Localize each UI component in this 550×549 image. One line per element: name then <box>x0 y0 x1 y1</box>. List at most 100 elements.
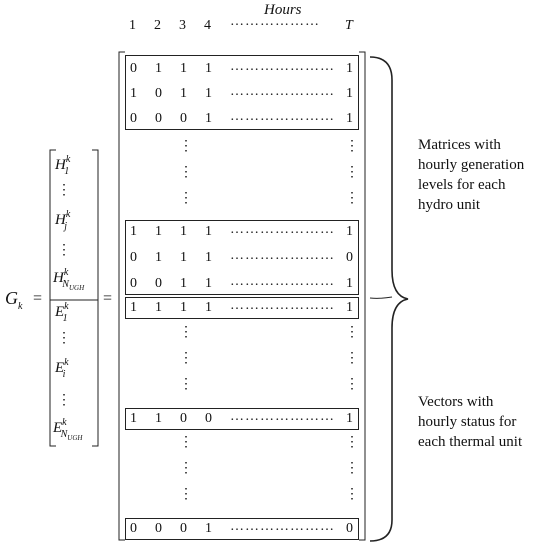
matrix-cell: 1 <box>205 86 212 101</box>
matrix-vdots: ⋮ <box>345 461 359 476</box>
matrix-vdots: ⋮ <box>179 377 193 392</box>
ei-entry: Eki <box>55 357 69 380</box>
matrix-cell: 0 <box>130 61 137 76</box>
matrix-vdots: ⋮ <box>345 139 359 154</box>
matrix-vdots: ⋮ <box>179 325 193 340</box>
hour-3: 3 <box>179 18 186 33</box>
matrix-cell: 1 <box>130 411 137 426</box>
matrix-cell: 0 <box>180 411 187 426</box>
matrix-cell: 0 <box>180 111 187 126</box>
hour-2: 2 <box>154 18 161 33</box>
matrix-cell: 1 <box>180 61 187 76</box>
matrix-cell: 1 <box>180 86 187 101</box>
hydro-callout: Matrices with hourly generation levels f… <box>418 137 525 213</box>
matrix-cell: 1 <box>205 276 212 291</box>
matrix-vdots: ⋮ <box>179 351 193 366</box>
matrix-cell-last: 1 <box>346 61 353 76</box>
matrix-cell-last: 1 <box>346 224 353 239</box>
matrix-cell-last: 0 <box>346 250 353 265</box>
matrix-cell-last: 1 <box>346 411 353 426</box>
matrix-cell: 1 <box>130 224 137 239</box>
e1-entry: Ek1 <box>55 301 69 324</box>
row-dots: ………………… <box>230 519 335 534</box>
h1-entry: Hk1 <box>55 154 71 177</box>
vector-vdots-3: ⋮ <box>57 331 71 346</box>
matrix-cell: 1 <box>180 250 187 265</box>
matrix-cell: 0 <box>130 521 137 536</box>
row-dots: ………………… <box>230 298 335 313</box>
matrix-cell: 0 <box>130 276 137 291</box>
matrix-cell: 1 <box>155 411 162 426</box>
vector-vdots-2: ⋮ <box>57 243 71 258</box>
matrix-cell: 0 <box>155 276 162 291</box>
hour-dots: ……………… <box>230 14 320 29</box>
matrix-cell-last: 1 <box>346 86 353 101</box>
row-dots: ………………… <box>230 84 335 99</box>
matrix-vdots: ⋮ <box>179 165 193 180</box>
hour-t: T <box>345 18 353 33</box>
hydro-block-2 <box>125 220 359 295</box>
gk-symbol: Gk <box>5 288 23 312</box>
matrix-cell: 1 <box>130 86 137 101</box>
hours-label: Hours <box>264 2 302 18</box>
matrix-vdots: ⋮ <box>345 435 359 450</box>
matrix-cell: 1 <box>155 300 162 315</box>
matrix-vdots: ⋮ <box>345 325 359 340</box>
matrix-cell: 1 <box>205 250 212 265</box>
en-entry: EkNUGH <box>53 417 83 442</box>
thermal-callout: Vectors with hourly status for each ther… <box>418 394 523 450</box>
matrix-cell-last: 0 <box>346 521 353 536</box>
matrix-cell: 1 <box>205 521 212 536</box>
matrix-vdots: ⋮ <box>179 461 193 476</box>
vector-vdots-4: ⋮ <box>57 393 71 408</box>
matrix-vdots: ⋮ <box>179 191 193 206</box>
row-dots: ………………… <box>230 109 335 124</box>
matrix-cell: 1 <box>180 276 187 291</box>
matrix-cell: 1 <box>130 300 137 315</box>
matrix-vdots: ⋮ <box>345 487 359 502</box>
matrix-vdots: ⋮ <box>345 165 359 180</box>
matrix-cell: 1 <box>155 224 162 239</box>
equals-sign-1: = <box>33 290 43 307</box>
vector-vdots-1: ⋮ <box>57 183 71 198</box>
matrix-cell: 1 <box>155 250 162 265</box>
matrix-cell: 1 <box>205 111 212 126</box>
row-dots: ………………… <box>230 59 335 74</box>
row-dots: ………………… <box>230 409 335 424</box>
matrix-cell: 0 <box>130 111 137 126</box>
row-dots: ………………… <box>230 248 335 263</box>
hydro-block-1 <box>125 55 359 130</box>
matrix-vdots: ⋮ <box>345 351 359 366</box>
thermal-row-ei <box>125 408 359 430</box>
matrix-cell: 0 <box>180 521 187 536</box>
matrix-cell: 0 <box>155 86 162 101</box>
matrix-cell: 0 <box>155 521 162 536</box>
matrix-vdots: ⋮ <box>179 435 193 450</box>
matrix-vdots: ⋮ <box>345 191 359 206</box>
thermal-row-e1 <box>125 297 359 319</box>
matrix-cell-last: 1 <box>346 300 353 315</box>
matrix-cell: 0 <box>130 250 137 265</box>
hour-1: 1 <box>129 18 136 33</box>
matrix-cell: 1 <box>205 224 212 239</box>
hn-entry: HkNUGH <box>53 267 85 292</box>
matrix-cell: 0 <box>205 411 212 426</box>
row-dots: ………………… <box>230 274 335 289</box>
matrix-vdots: ⋮ <box>179 487 193 502</box>
matrix-cell: 1 <box>155 61 162 76</box>
row-dots: ………………… <box>230 222 335 237</box>
matrix-cell: 1 <box>205 300 212 315</box>
hour-4: 4 <box>204 18 211 33</box>
matrix-vdots: ⋮ <box>345 377 359 392</box>
matrix-cell-last: 1 <box>346 276 353 291</box>
matrix-cell: 1 <box>205 61 212 76</box>
thermal-row-en <box>125 518 359 540</box>
matrix-cell: 0 <box>155 111 162 126</box>
equals-sign-2: = <box>103 290 113 307</box>
matrix-cell: 1 <box>180 300 187 315</box>
matrix-vdots: ⋮ <box>179 139 193 154</box>
hj-entry: Hkj <box>55 209 71 232</box>
matrix-cell-last: 1 <box>346 111 353 126</box>
